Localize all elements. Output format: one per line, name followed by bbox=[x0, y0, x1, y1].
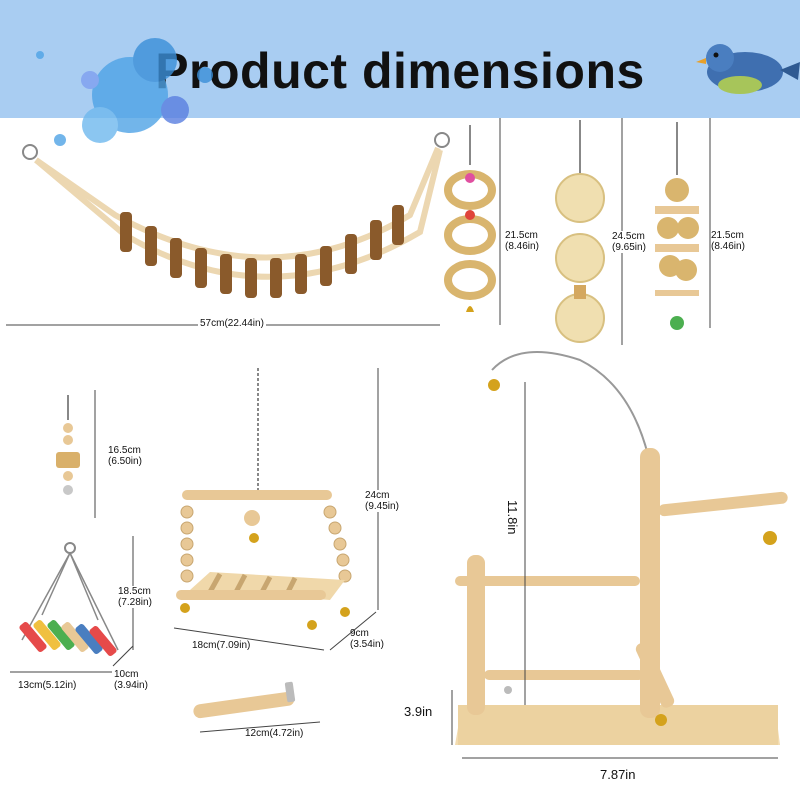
rattan-toy-dimension: 21.5cm (8.46in) bbox=[711, 230, 745, 252]
bead-toy-dimension: 16.5cm (6.50in) bbox=[108, 445, 142, 467]
paint-splash-decoration bbox=[36, 38, 213, 146]
page-title: Product dimensions bbox=[155, 43, 645, 99]
ladder-bridge-dimension: 57cm(22.44in) bbox=[198, 318, 266, 329]
swing-depth-line bbox=[112, 645, 134, 667]
arch-bridge-height-dimension: 24cm (9.45in) bbox=[365, 490, 399, 512]
swing-depth-dimension: 10cm (3.94in) bbox=[114, 669, 148, 691]
perch-dimension-line bbox=[199, 721, 321, 733]
loofah-toy-dimension: 24.5cm (9.65in) bbox=[612, 231, 646, 253]
playstand-width-dimension: 7.87in bbox=[600, 767, 636, 782]
playstand-height-dimension: 11.8in bbox=[505, 500, 520, 535]
playstand-base-dimension: 3.9in bbox=[404, 704, 433, 719]
chew-toy-dimension: 21.5cm (8.46in) bbox=[505, 230, 539, 252]
ladder-bridge-image bbox=[22, 132, 450, 298]
arch-bridge-depth-dimension: 9cm (3.54in) bbox=[350, 628, 384, 650]
arch-bridge-width-dimension: 18cm(7.09in) bbox=[192, 640, 251, 651]
rattan-toy-image bbox=[655, 122, 699, 330]
arch-depth-line bbox=[329, 611, 377, 651]
perch-stick-image bbox=[193, 681, 296, 719]
swing-image bbox=[19, 542, 119, 657]
perch-stick-dimension: 12cm(4.72in) bbox=[245, 728, 304, 739]
swing-width-dimension: 13cm(5.12in) bbox=[18, 680, 77, 691]
chew-toy-image bbox=[444, 125, 496, 312]
swing-height-dimension: 18.5cm (7.28in) bbox=[118, 586, 152, 608]
arch-bridge-image bbox=[176, 368, 352, 630]
arch-width-line bbox=[173, 627, 325, 651]
bird-icon bbox=[696, 44, 800, 94]
small-bead-toy-image bbox=[56, 395, 80, 495]
playstand-image bbox=[455, 351, 788, 745]
loofah-toy-image bbox=[555, 120, 605, 343]
